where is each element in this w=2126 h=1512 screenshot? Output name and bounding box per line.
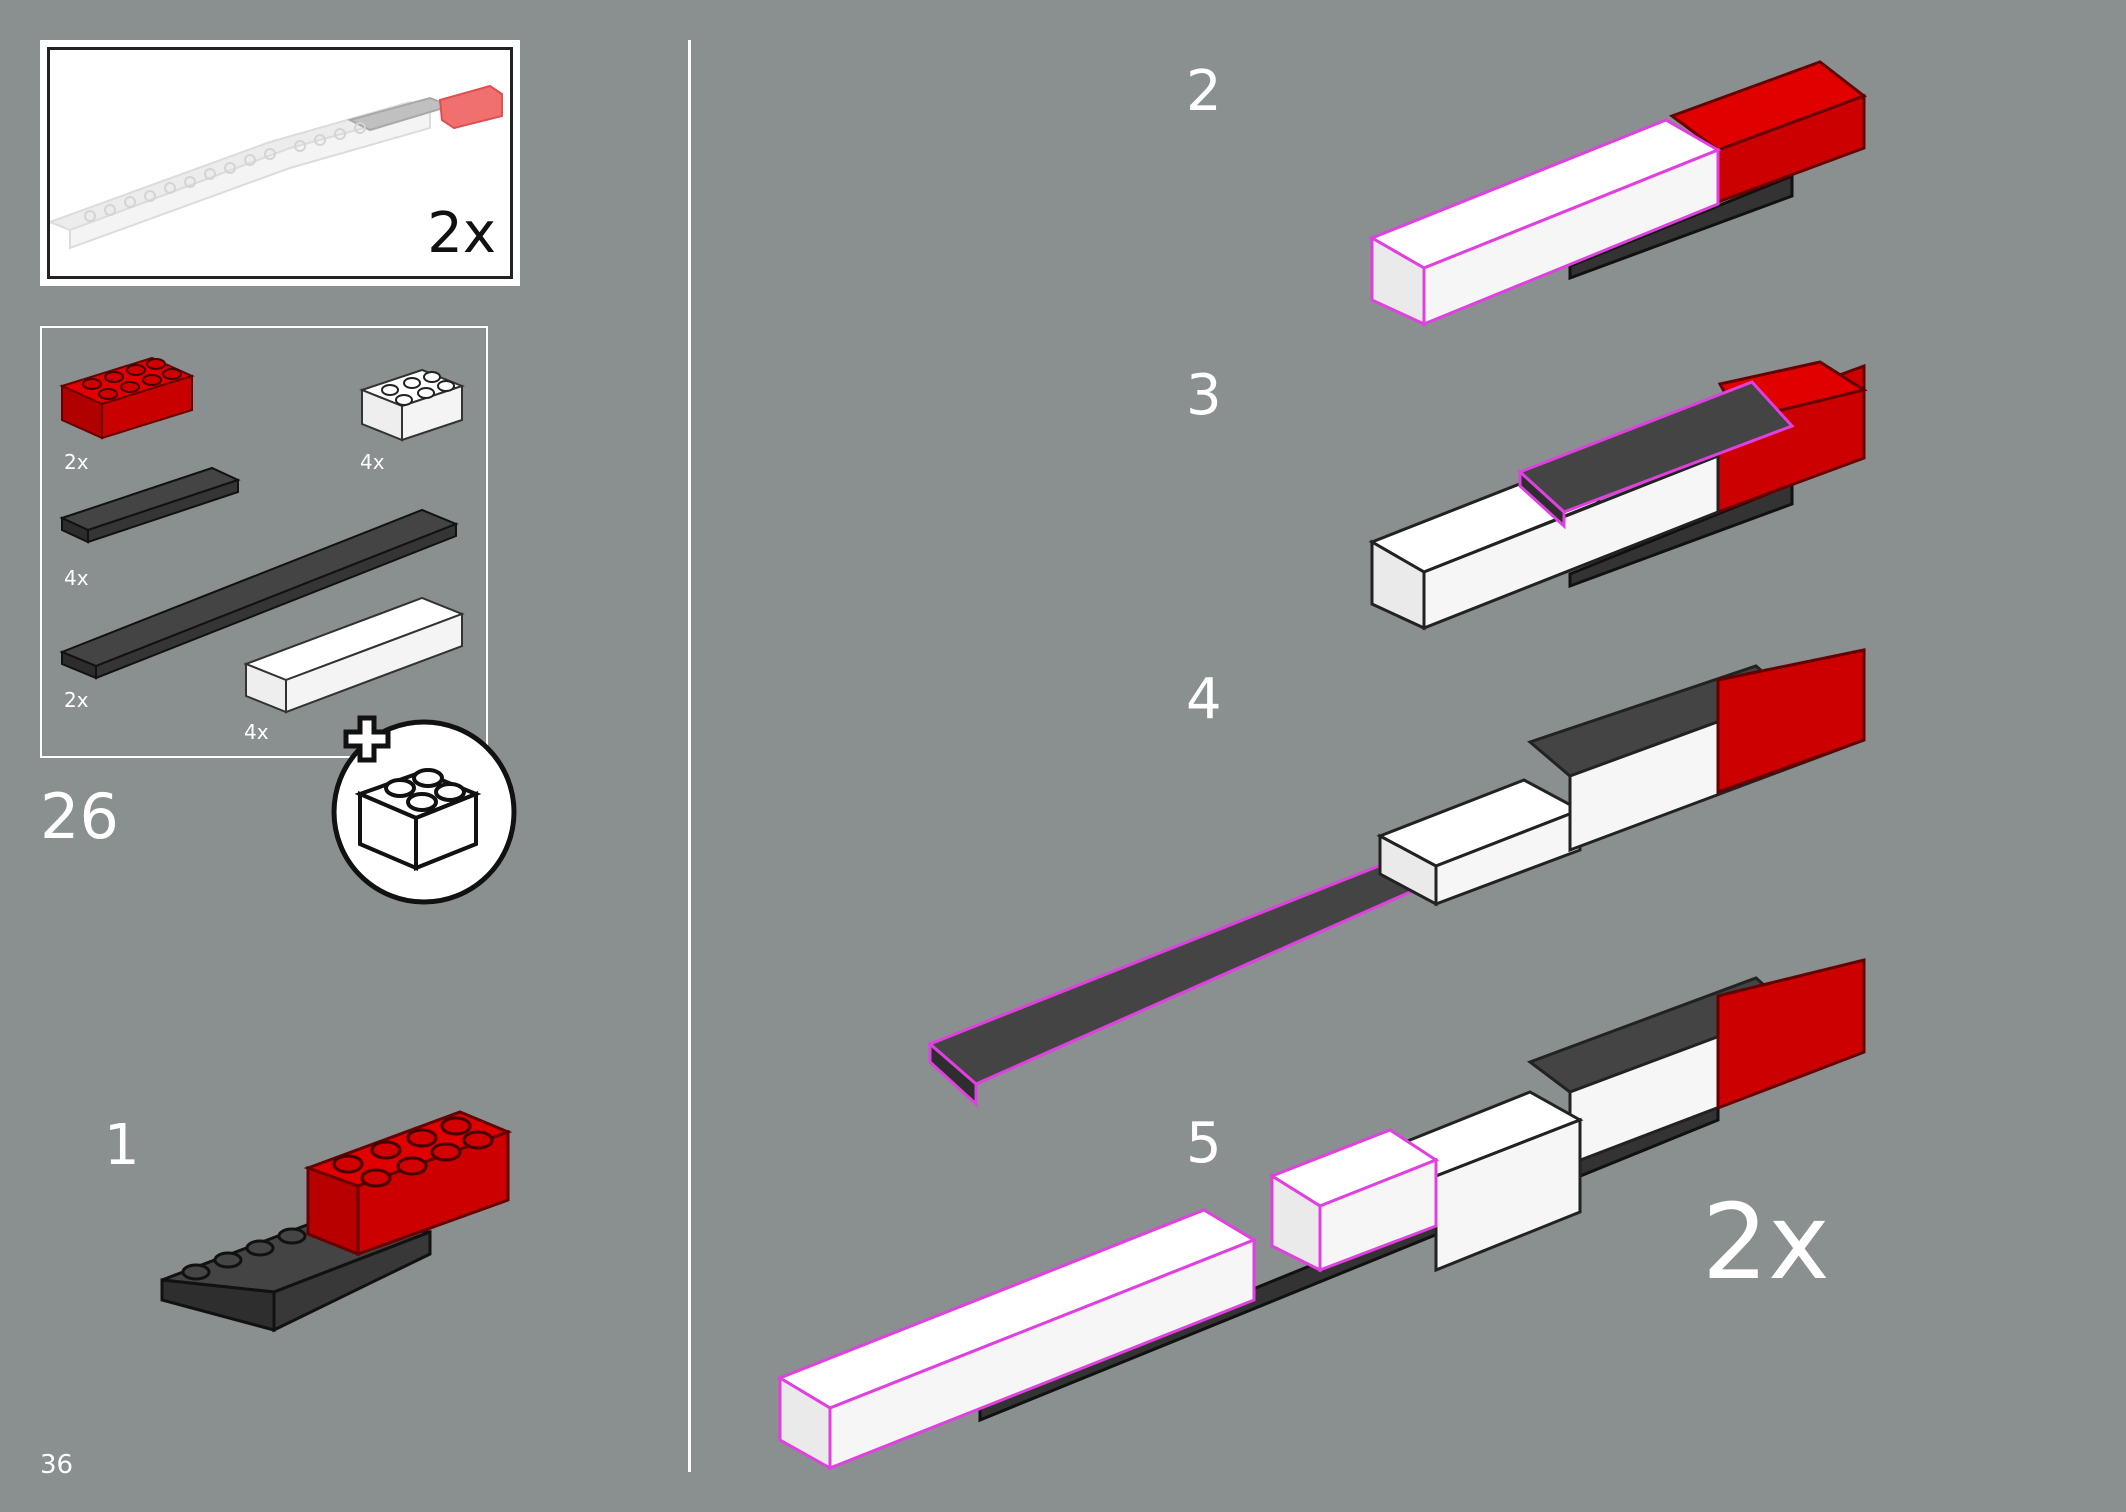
white-brick-part <box>359 368 465 442</box>
parts-list-panel: 2x 4x 4x 2x 4x <box>40 326 488 758</box>
qty-dark-plate-long: 2x <box>64 688 89 712</box>
submodel-callout: 2x <box>40 40 520 286</box>
substep-2-illustration <box>1368 60 1868 327</box>
substep-number-5: 5 <box>1186 1111 1222 1176</box>
qty-white-brick: 4x <box>360 450 385 474</box>
red-brick-part <box>59 356 195 440</box>
substep-number-2: 2 <box>1186 59 1222 124</box>
column-divider <box>688 40 691 1472</box>
substep-4-illustration <box>927 648 1866 1108</box>
substep-number-3: 3 <box>1186 363 1222 428</box>
dark-plate-long-part <box>59 508 459 680</box>
substep-number-1: 1 <box>104 1113 140 1178</box>
qty-white-brick-long: 4x <box>244 720 269 744</box>
submodel-preview-image <box>50 84 503 250</box>
step-number: 26 <box>40 780 119 853</box>
submodel-multiplier: 2x <box>427 201 496 266</box>
submodel-callout-inner: 2x <box>47 47 513 279</box>
qty-dark-plate-short: 4x <box>64 566 89 590</box>
white-brick-long-part <box>243 596 465 714</box>
dark-plate-short-part <box>59 466 241 544</box>
substep-number-4: 4 <box>1186 667 1222 732</box>
plus-brick-icon <box>331 715 517 905</box>
substep-3-illustration <box>1368 360 1868 631</box>
substep-1-illustration <box>160 1110 513 1333</box>
qty-red-brick: 2x <box>64 450 89 474</box>
substep-5-illustration <box>776 958 1866 1471</box>
substep-5-multiplier: 2x <box>1702 1181 1830 1303</box>
page-number: 36 <box>40 1450 74 1480</box>
parts-list-image <box>59 356 465 714</box>
